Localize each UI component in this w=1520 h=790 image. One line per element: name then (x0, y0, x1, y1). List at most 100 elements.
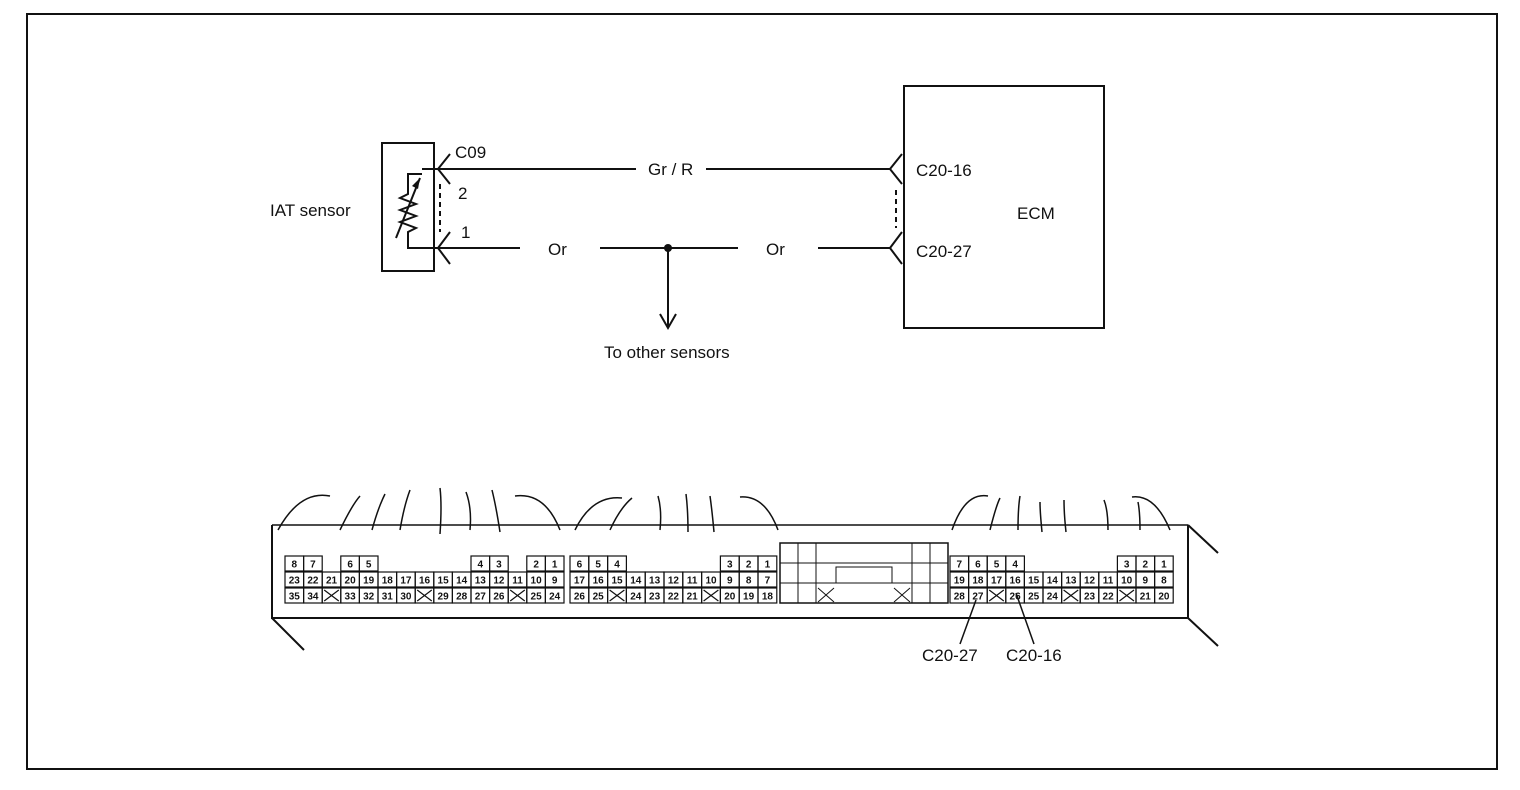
pin-number: 2 (533, 560, 539, 571)
pin-number: 27 (475, 592, 487, 603)
pin-number: 32 (363, 592, 375, 603)
wire-color-or-right: Or (766, 240, 785, 259)
pin-number: 8 (746, 576, 752, 587)
pin-cavity (544, 587, 565, 604)
iat-sensor-label: IAT sensor (270, 201, 351, 220)
pin-cavity (757, 555, 778, 572)
pin-number: 25 (1028, 592, 1040, 603)
pin-cavity (303, 555, 323, 572)
iat-sensor-box (381, 142, 435, 272)
pin-number: 22 (1103, 592, 1115, 603)
pin-number: 28 (456, 592, 468, 603)
pin-number: 16 (593, 576, 605, 587)
pin-number: 23 (289, 576, 301, 587)
pin-number: 10 (1121, 576, 1133, 587)
pin-number: 24 (1047, 592, 1059, 603)
callout-c20-27-line (959, 599, 977, 645)
pin-number: 5 (366, 560, 372, 571)
pin-number: 21 (687, 592, 699, 603)
blank-cavity-icon (1119, 589, 1135, 602)
pin-number: 15 (611, 576, 623, 587)
blank-cavity-icon (416, 589, 433, 602)
wire-bundle-arc (1131, 496, 1171, 531)
pin-number: 6 (975, 560, 981, 571)
pin-number: 23 (1084, 592, 1096, 603)
pin-number: 16 (419, 576, 431, 587)
pin-number: 29 (438, 592, 450, 603)
sensor-lead-1 (407, 238, 422, 249)
wire-color-gr-r: Gr / R (648, 160, 693, 179)
diagram-frame (26, 13, 1498, 770)
pin-number: 6 (347, 560, 353, 571)
ecm-terminal-c20-27: C20-27 (916, 242, 972, 261)
pin-number: 24 (630, 592, 642, 603)
pin-number: 9 (1143, 576, 1149, 587)
pin-number: 1 (765, 560, 771, 571)
blank-cavity-icon (1063, 589, 1079, 602)
pin-number: 35 (289, 592, 301, 603)
pin-cavity (544, 571, 565, 588)
blank-cavity-icon (323, 589, 340, 602)
pin-number: 4 (478, 560, 484, 571)
pin-number: 18 (382, 576, 394, 587)
pin-number: 22 (668, 592, 680, 603)
pin-number: 17 (400, 576, 412, 587)
pin-number: 1 (1161, 560, 1167, 571)
pin-number: 9 (727, 576, 733, 587)
center-block-grid (780, 543, 948, 603)
thermistor-arrowhead (412, 178, 420, 189)
pin-number: 34 (307, 592, 319, 603)
pin-number: 31 (382, 592, 394, 603)
pin-number: 25 (593, 592, 605, 603)
pin-number: 15 (438, 576, 450, 587)
wire-bundle-arc (277, 494, 331, 531)
pin-number: 22 (307, 576, 319, 587)
pin-number: 7 (957, 560, 963, 571)
pin-number: 4 (1012, 560, 1018, 571)
pin-number: 3 (1124, 560, 1130, 571)
callout-c20-27-label: C20-27 (922, 646, 978, 665)
pin-number: 3 (496, 560, 502, 571)
pin-number: 11 (512, 576, 523, 587)
pin-number: 17 (991, 576, 1003, 587)
pin-number: 21 (1140, 592, 1152, 603)
pin-number: 7 (310, 560, 316, 571)
pin-number: 33 (345, 592, 357, 603)
pin-number: 5 (994, 560, 1000, 571)
pin-number: 14 (456, 576, 468, 587)
pin-number: 27 (972, 592, 984, 603)
pin-number: 1 (552, 560, 558, 571)
pin-1-label: 1 (461, 223, 470, 242)
connector-center-block (779, 542, 949, 604)
pin-cavity (757, 587, 778, 604)
pin-cavity (544, 555, 565, 572)
pin-number: 3 (727, 560, 733, 571)
blank-cavity-icon (609, 589, 625, 602)
pin-number: 26 (574, 592, 586, 603)
pin-number: 11 (687, 576, 698, 587)
pin-number: 12 (1084, 576, 1096, 587)
ecm-c20-16-connector (888, 153, 903, 185)
pin-number: 19 (743, 592, 755, 603)
sensor-lead-2 (407, 173, 422, 188)
pin-number: 15 (1028, 576, 1040, 587)
pin-cavity (1153, 571, 1174, 588)
wire-color-or-left: Or (548, 240, 567, 259)
to-other-sensors-label: To other sensors (604, 343, 730, 362)
pin-number: 30 (400, 592, 412, 603)
pin-number: 13 (1065, 576, 1077, 587)
blank-cavity-icon (988, 589, 1005, 602)
wire-strands (339, 487, 1141, 535)
pin-cavity (1005, 555, 1025, 572)
pin-number: 2 (746, 560, 752, 571)
pin-number: 11 (1103, 576, 1114, 587)
pin-number: 21 (326, 576, 338, 587)
pin-number: 10 (705, 576, 717, 587)
pin-number: 5 (595, 560, 601, 571)
blank-cavity-icon (509, 589, 526, 602)
pin-number: 20 (1158, 592, 1170, 603)
